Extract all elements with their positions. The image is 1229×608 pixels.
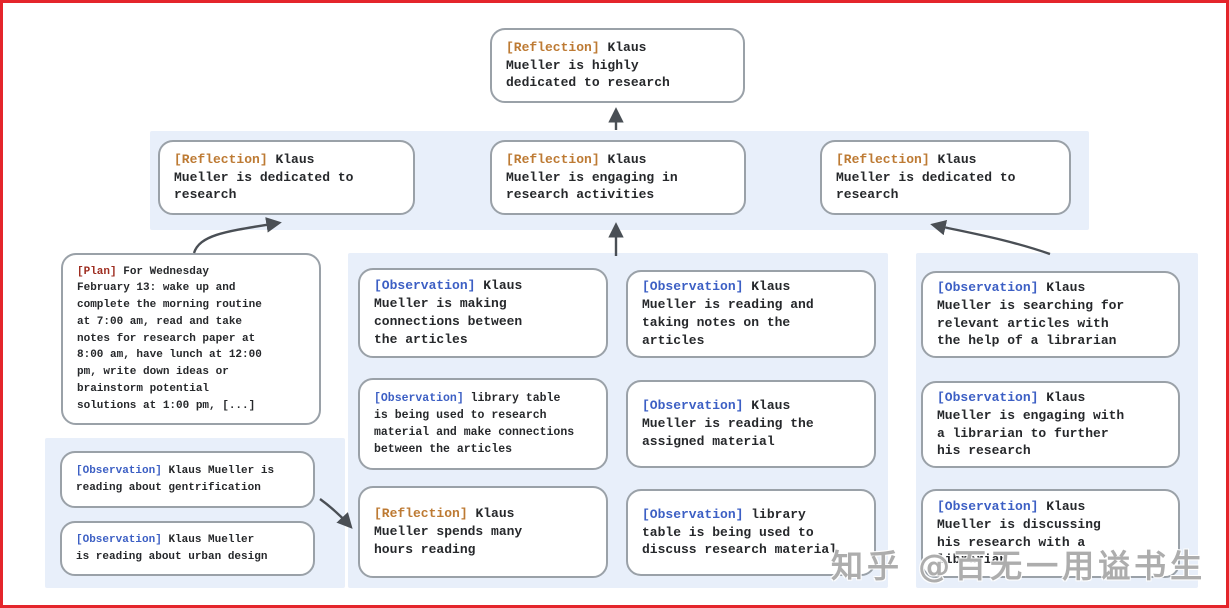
node-observation-librarian-search: [Observation] Klaus Mueller is searching… [921,271,1180,358]
node-text: Klaus Mueller is reading the assigned ma… [642,398,814,449]
node-reflection-hours-reading: [Reflection] Klaus Mueller spends many h… [358,486,608,578]
node-reflection-middle: [Reflection] Klaus Mueller is engaging i… [490,140,746,215]
node-text: Klaus Mueller is reading and taking note… [642,279,814,348]
node-text: Klaus Mueller is dedicated to research [174,151,354,203]
node-plan: [Plan] For Wednesday February 13: wake u… [61,253,321,425]
observation-tag: [Observation] [374,391,464,405]
observation-tag: [Observation] [642,279,744,295]
observation-tag: [Observation] [76,464,162,477]
observation-tag: [Observation] [937,279,1039,295]
node-observation-assigned-material: [Observation] Klaus Mueller is reading t… [626,380,876,468]
reflection-tag: [Reflection] [506,151,600,167]
observation-tag: [Observation] [76,533,162,546]
node-text: library table is being used to discuss r… [642,506,838,558]
node-text: Klaus Mueller is engaging with a librari… [937,389,1125,459]
node-text: Klaus Mueller is highly dedicated to res… [506,39,670,91]
observation-tag: [Observation] [937,389,1039,405]
observation-tag: [Observation] [642,506,744,522]
node-text: Klaus Mueller is discussing his research… [937,498,1101,568]
reflection-tag: [Reflection] [374,506,468,522]
node-text: Klaus Mueller is engaging in research ac… [506,151,678,203]
node-text: library table is being used to research … [374,391,575,457]
reflection-tag: [Reflection] [174,151,268,167]
node-text: Klaus Mueller is making connections betw… [374,278,523,347]
node-observation-librarian-discuss: [Observation] Klaus Mueller is discussin… [921,489,1180,578]
node-text: Klaus Mueller is searching for relevant … [937,279,1125,349]
observation-tag: [Observation] [937,498,1039,514]
reflection-tag: [Reflection] [836,151,930,167]
node-observation-gentrification: [Observation] Klaus Mueller is reading a… [60,451,315,508]
observation-tag: [Observation] [374,278,476,294]
observation-tag: [Observation] [642,398,744,414]
node-observation-library-discuss: [Observation] library table is being use… [626,489,876,576]
node-text: Klaus Mueller is reading about gentrific… [76,464,275,494]
node-observation-connections: [Observation] Klaus Mueller is making co… [358,268,608,358]
node-observation-taking-notes: [Observation] Klaus Mueller is reading a… [626,270,876,358]
node-observation-urban-design: [Observation] Klaus Mueller is reading a… [60,521,315,576]
plan-tag: [Plan] [77,265,117,278]
node-text: Klaus Mueller is reading about urban des… [76,533,268,563]
node-observation-librarian-engage: [Observation] Klaus Mueller is engaging … [921,381,1180,468]
node-text: Klaus Mueller is dedicated to research [836,151,1016,203]
node-text: For Wednesday February 13: wake up and c… [77,265,262,412]
node-reflection-right: [Reflection] Klaus Mueller is dedicated … [820,140,1071,215]
node-reflection-left: [Reflection] Klaus Mueller is dedicated … [158,140,415,215]
node-observation-library-research: [Observation] library table is being use… [358,378,608,470]
node-reflection-top: [Reflection] Klaus Mueller is highly ded… [490,28,745,103]
reflection-tag: [Reflection] [506,39,600,55]
node-text: Klaus Mueller spends many hours reading [374,506,523,557]
watermark-text: 知乎 @百无一用谥书生 [831,547,1207,585]
